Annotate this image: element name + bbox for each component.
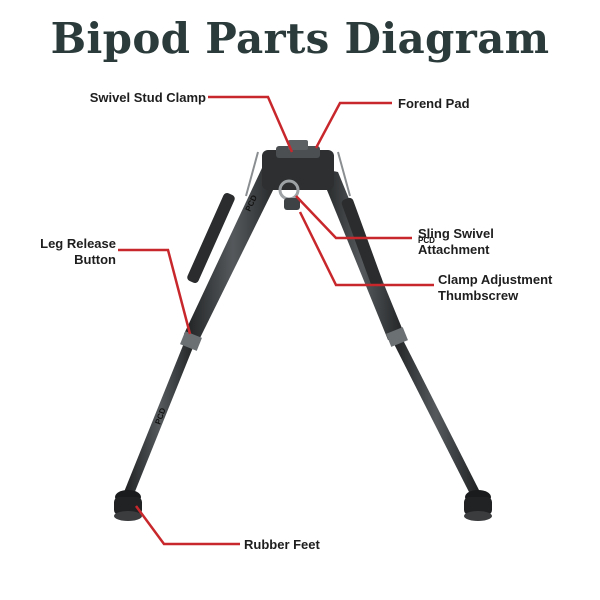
left-rubber-foot [114, 490, 142, 521]
left-lower-leg [124, 338, 196, 494]
leader-clamp-adjustment [298, 211, 434, 287]
label-clamp-adjustment-thumbscrew: Clamp Adjustment Thumbscrew [438, 272, 552, 304]
label-clamp-adjust-line2: Thumbscrew [438, 288, 519, 303]
label-sling-swivel-line1: Sling Swivel [418, 226, 494, 241]
label-sling-swivel-attachment: Sling Swivel Attachment [418, 226, 494, 258]
leader-forend-pad [314, 101, 392, 149]
right-rubber-foot [464, 490, 492, 521]
label-rubber-feet: Rubber Feet [244, 537, 320, 552]
label-clamp-adjust-line1: Clamp Adjustment [438, 272, 553, 287]
right-lower-leg [392, 338, 480, 494]
leader-rubber-feet [134, 505, 240, 546]
left-upper-leg [184, 168, 282, 338]
bipod-head [245, 140, 351, 210]
left-spring [187, 192, 235, 284]
label-leg-release-line1: Leg Release [40, 236, 116, 251]
right-spring [341, 197, 383, 287]
diagram-title: Bipod Parts Diagram [50, 14, 550, 63]
leader-swivel-stud-clamp [208, 95, 294, 153]
right-leg-collar [386, 327, 408, 347]
left-leg-collar [180, 331, 202, 351]
leader-leg-release [118, 248, 192, 335]
watermark-lower: PCD [153, 407, 167, 426]
bipod-illustration: PCD PCD PCD [114, 140, 492, 521]
label-forend-pad: Forend Pad [398, 96, 470, 111]
leader-lines [118, 95, 434, 546]
watermark-right: PCD [418, 236, 435, 245]
leader-sling-swivel [295, 195, 412, 240]
label-sling-swivel-line2: Attachment [418, 242, 490, 257]
label-leg-release-button: Leg Release Button [20, 236, 116, 268]
label-swivel-stud-clamp: Swivel Stud Clamp [89, 90, 206, 105]
label-leg-release-line2: Button [74, 252, 116, 267]
clamp-thumbscrew [284, 198, 300, 210]
